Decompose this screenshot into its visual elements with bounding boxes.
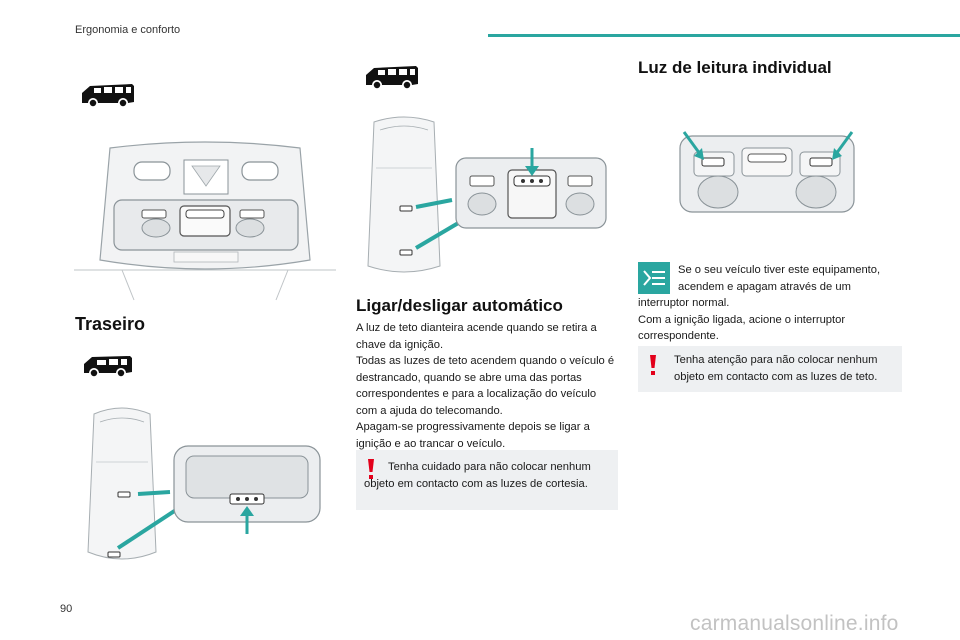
section-title-auto: Ligar/desligar automático: [356, 296, 563, 315]
info-box: Se o seu veículo tiver este equipamento,…: [638, 262, 902, 345]
front-ceiling-light-illustration: [74, 141, 336, 301]
paragraph: Apagam-se progressivamente depois se lig…: [356, 421, 590, 450]
warning-text: Tenha atenção para não colocar nenhum ob…: [674, 354, 878, 383]
info-line: acendem e apagam através de um: [678, 280, 851, 293]
header-accent-bar: [488, 34, 960, 37]
auto-description: A luz de teto dianteira acende quando se…: [356, 320, 618, 452]
paragraph: A luz de teto dianteira acende quando se…: [356, 322, 597, 351]
van-long-icon: [82, 84, 134, 108]
warning-icon: [368, 459, 374, 479]
info-line: interruptor normal.: [638, 297, 730, 309]
running-header: Ergonomia e conforto: [75, 24, 181, 36]
section-title-reading-light: Luz de leitura individual: [638, 58, 832, 77]
info-list-icon: [638, 262, 670, 294]
van-long-icon: [366, 66, 418, 90]
page-number: 90: [60, 603, 73, 615]
warning-icon: [650, 355, 656, 375]
warning-box: Tenha cuidado para não colocar nenhum ob…: [356, 450, 618, 510]
section-title-rear: Traseiro: [75, 314, 146, 334]
reading-light-illustration: [679, 131, 855, 213]
info-text: Se o seu veículo tiver este equipamento,…: [638, 262, 902, 345]
rear-ceiling-light-illustration: [87, 407, 321, 560]
watermark: carmanualsonline.info: [690, 612, 899, 635]
van-short-icon: [84, 356, 132, 378]
auto-ceiling-light-illustration: [367, 116, 607, 273]
warning-text: Tenha cuidado para não colocar nenhum ob…: [364, 461, 591, 490]
info-line: Se o seu veículo tiver este equipamento,: [678, 264, 881, 276]
warning-box: Tenha atenção para não colocar nenhum ob…: [638, 346, 902, 392]
info-paragraph: Com a ignição ligada, acione o interrupt…: [638, 313, 846, 343]
paragraph: Todas as luzes de teto acendem quando o …: [356, 355, 615, 417]
